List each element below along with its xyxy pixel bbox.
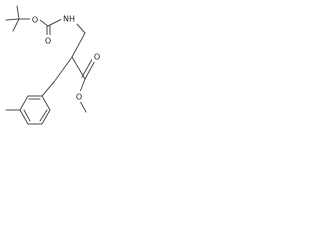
ring-inner-double-3	[39, 109, 48, 122]
atom-carbamate-ether-oxygen: O	[32, 16, 38, 25]
ring-bond-5	[41, 109, 51, 125]
bond-tbu-c-methyl-top	[16, 5, 20, 20]
ring-bond-2	[19, 95, 29, 111]
atom-carbamate-carbonyl-oxygen: O	[45, 37, 51, 46]
bond-tbu-c-methyl-bottom	[12, 18, 20, 32]
bond-ester-oxygen-methyl	[79, 100, 87, 113]
label-bg-amine-nitrogen	[61, 13, 77, 24]
atom-amine-nitrogen: NH	[63, 15, 75, 24]
bond-alpha-carbon-benzylic	[53, 56, 73, 83]
bond-methylene-alpha-carbon	[71, 32, 86, 58]
atom-ester-carbonyl-oxygen: O	[94, 53, 100, 62]
label-bg-ester-ether-oxygen	[74, 91, 84, 102]
bond-carbonyl-carbon-nitrogen	[47, 18, 63, 27]
ring-bond-3	[19, 109, 29, 125]
label-bg-carbamate-ether-oxygen	[30, 14, 40, 25]
bond-nitrogen-methylene	[75, 22, 86, 34]
carbamate-group	[39, 18, 86, 38]
bond-tbu-c-methyl-left	[5, 18, 20, 21]
ring-bond-6	[41, 95, 51, 111]
ring-inner-double-2	[23, 109, 31, 122]
bond-benzylic-ring	[41, 81, 55, 97]
atom-labels: O O NH O O	[30, 13, 102, 102]
label-bg-carbamate-carbonyl-oxygen	[43, 35, 53, 46]
tert-butyl-group	[5, 5, 31, 32]
atom-ester-ether-oxygen: O	[76, 93, 82, 102]
tolyl-ring	[5, 95, 51, 125]
chemical-structure-diagram: O O NH O O	[5, 5, 102, 125]
bond-oxygen-carbonyl-carbon	[39, 19, 49, 27]
bond-ester-carbon-oxygen	[79, 78, 86, 93]
label-bg-ester-carbonyl-oxygen	[92, 51, 102, 62]
